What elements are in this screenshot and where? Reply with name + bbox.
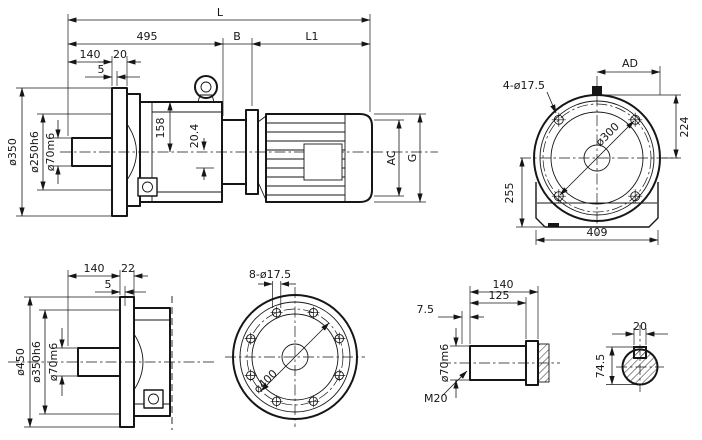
motor-flange-disc <box>245 109 259 195</box>
eyebolt-base <box>197 94 215 103</box>
dim-label-dia350: ø350 <box>6 138 19 166</box>
dim-label-20b: 20 <box>633 320 647 333</box>
main-assembly-view: L 495 B L1 140 20 5 ø350 ø250h6 ø70m6 15… <box>6 6 438 217</box>
dim-label-22: 22 <box>121 262 135 275</box>
input-flange-dim-lines <box>258 281 330 392</box>
oil-plug <box>142 181 153 193</box>
key-dimension-lines <box>609 331 668 385</box>
spigot-circle <box>550 111 644 205</box>
flange-bolt-holes <box>551 112 643 204</box>
dim-label-L1: L1 <box>305 30 318 43</box>
dim-label-dia300: ø300 <box>593 120 622 149</box>
motor-bell-line <box>257 181 267 201</box>
dim-label-20: 20 <box>113 48 127 61</box>
dim-label-dia400: ø400 <box>251 367 280 396</box>
housing-step-2 <box>133 307 171 417</box>
dim-label-140: 140 <box>80 48 101 61</box>
shaft-section <box>621 348 659 386</box>
bolt-circle <box>542 103 652 213</box>
shaft-body <box>469 345 527 381</box>
input-dimension-lines <box>27 273 148 428</box>
input-flange-view: 8-ø17.5 ø400 <box>225 268 365 427</box>
foot-pad <box>548 223 559 227</box>
input-side-view: 140 22 5 ø450 ø350h6 ø70m6 <box>8 262 215 430</box>
shaft-detail-view: 140 125 7.5 ø70m6 M20 <box>417 278 560 405</box>
oil-plug-2 <box>148 393 159 405</box>
dim-label-AD: AD <box>622 57 638 70</box>
dim-label-L: L <box>217 6 224 19</box>
housing-bore-arc-2 <box>133 333 144 391</box>
input-extension-lines <box>24 270 135 428</box>
housing-bore-arc <box>126 123 137 181</box>
oil-plug-boss-2 <box>143 389 164 409</box>
motor-bell-line <box>257 115 267 123</box>
dim-label-5: 5 <box>98 63 105 76</box>
dim-label-224: 224 <box>678 117 691 138</box>
dim-label-dia350h6: ø350h6 <box>30 341 43 383</box>
dim-label-M20: M20 <box>424 392 448 405</box>
eyebolt-ring <box>194 75 218 99</box>
dim-label-158: 158 <box>154 118 167 139</box>
input-flange-outer-circle <box>232 294 358 420</box>
motor-core-block <box>303 143 343 181</box>
key-section-view: 20 74.5 <box>594 320 668 392</box>
flange-dimension-lines <box>519 69 679 243</box>
dim-label-dia450: ø450 <box>14 348 27 376</box>
dim-label-7-5: 7.5 <box>417 303 435 316</box>
dim-label-409: 409 <box>587 226 608 239</box>
eyebolt-hole <box>200 81 212 93</box>
dim-label-125: 125 <box>489 289 510 302</box>
dim-label-20-4: 20.4 <box>188 124 201 149</box>
motor-flange-view: 4-ø17.5 AD 224 ø300 255 409 <box>503 57 691 245</box>
input-bolt-holes <box>244 306 346 408</box>
dim-label-5b: 5 <box>105 278 112 291</box>
shaft-dimension-lines <box>438 289 539 398</box>
top-lug <box>592 86 602 95</box>
dim-label-AC: AC <box>385 150 398 165</box>
motor-body <box>265 113 373 203</box>
dim-label-dia70m6-b: ø70m6 <box>47 343 60 381</box>
main-dimension-lines <box>19 17 423 217</box>
input-spigot-circle <box>251 313 339 401</box>
oil-plug-boss <box>137 177 158 197</box>
motor-foot <box>535 182 659 228</box>
dim-label-495: 495 <box>137 30 158 43</box>
dim-label-8-holes: 8-ø17.5 <box>249 268 291 281</box>
flange-rim-circle <box>539 100 655 216</box>
dim-label-dia250h6: ø250h6 <box>28 131 41 173</box>
dim-label-dia70m6-c: ø70m6 <box>438 344 451 382</box>
dim-label-140b: 140 <box>84 262 105 275</box>
dim-label-255: 255 <box>503 183 516 204</box>
dim-label-4-holes: 4-ø17.5 <box>503 79 545 92</box>
dim-label-74-5: 74.5 <box>594 354 607 379</box>
dim-label-140c: 140 <box>493 278 514 291</box>
input-bolt-circle <box>246 308 344 406</box>
dim-label-dia70m6: ø70m6 <box>44 133 57 171</box>
input-flange-rim-circle <box>239 301 351 413</box>
shaft-break-hatch <box>537 343 550 383</box>
dim-label-G: G <box>406 154 419 163</box>
dim-label-B: B <box>233 30 241 43</box>
